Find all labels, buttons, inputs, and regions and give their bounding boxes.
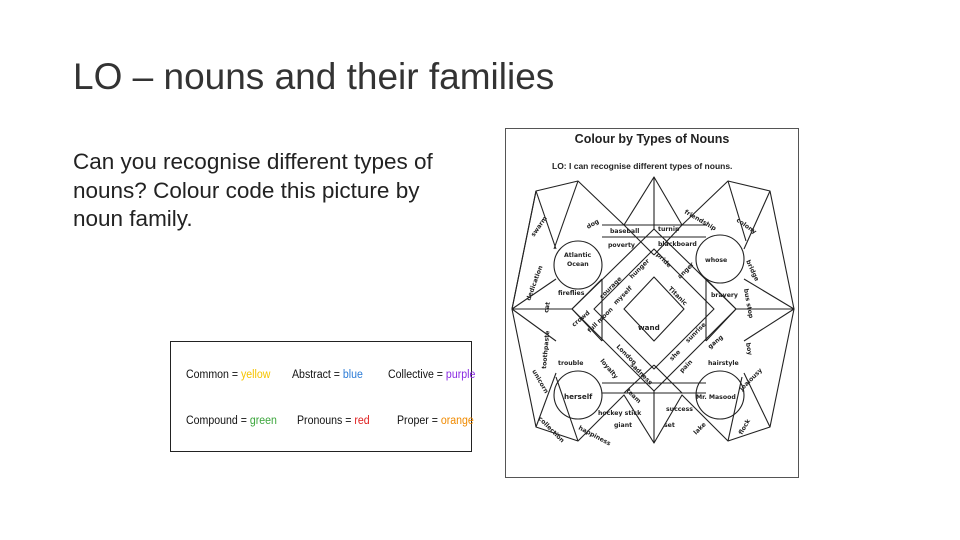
worksheet-lo: LO: I can recognise different types of n… xyxy=(552,161,733,171)
word-poverty: poverty xyxy=(608,242,635,249)
word-full-moon: full moon xyxy=(586,306,614,334)
word-atlantic: Atlantic xyxy=(564,252,592,259)
worksheet-drawing: swarm dog baseball turnip friendship col… xyxy=(511,176,795,448)
word-wand: wand xyxy=(638,323,660,332)
word-loyalty: loyalty xyxy=(598,358,619,381)
word-boy: boy xyxy=(744,342,753,356)
word-whose: whose xyxy=(705,257,727,264)
key-label: Proper = xyxy=(397,415,441,427)
word-dedication: dedication xyxy=(525,265,544,302)
worksheet-image: swarm dog baseball turnip friendship col… xyxy=(505,128,799,478)
word-gang: gang xyxy=(707,334,725,351)
word-ocean: Ocean xyxy=(567,261,589,268)
word-fireflies: fireflies xyxy=(558,290,585,297)
key-abstract: Abstract = blue xyxy=(292,369,363,381)
word-mr-masood: Mr. Masood xyxy=(696,394,736,401)
word-dog: dog xyxy=(586,218,601,231)
word-cat: cat xyxy=(543,301,552,313)
word-bravery: bravery xyxy=(711,292,738,299)
key-label: Compound = xyxy=(186,415,250,427)
word-anger: anger xyxy=(676,260,696,280)
word-hairstyle: hairstyle xyxy=(708,360,739,367)
word-swarm: swarm xyxy=(530,215,549,238)
word-pain: pain xyxy=(678,359,694,375)
word-blackboard: blackboard xyxy=(658,241,697,248)
worksheet-title: Colour by Types of Nouns xyxy=(574,132,730,146)
key-label: Abstract = xyxy=(292,369,343,381)
word-turnip: turnip xyxy=(658,226,680,233)
key-colour-word: orange xyxy=(440,415,474,427)
word-toothpaste: toothpaste xyxy=(541,330,551,369)
key-colour-word: blue xyxy=(342,369,363,381)
key-compound: Compound = green xyxy=(186,415,277,427)
key-colour-word: yellow xyxy=(240,369,271,381)
word-herself: herself xyxy=(564,392,593,401)
word-bridge: bridge xyxy=(744,259,760,283)
word-baseball: baseball xyxy=(610,228,639,235)
word-titanic: Titanic xyxy=(667,285,689,307)
word-set: set xyxy=(664,422,675,429)
word-lake: lake xyxy=(692,421,707,436)
word-hunger: hunger xyxy=(628,257,651,280)
word-pride: pride xyxy=(655,251,673,269)
word-trouble: trouble xyxy=(558,360,583,367)
key-proper: Proper = orange xyxy=(397,415,474,427)
word-friendship: friendship xyxy=(683,209,718,233)
word-she: she xyxy=(668,349,682,363)
key-label: Pronouns = xyxy=(297,415,355,427)
word-team: team xyxy=(625,387,643,405)
key-pronouns: Pronouns = red xyxy=(297,415,370,427)
word-unicorn: unicorn xyxy=(530,369,549,395)
word-hockey-stick: hockey stick xyxy=(598,410,642,417)
word-collection: collection xyxy=(537,415,566,444)
key-colour-word: purple xyxy=(445,369,476,381)
colour-key-box: Common = yellow Abstract = blue Collecti… xyxy=(170,341,475,452)
word-giant: giant xyxy=(614,422,632,429)
word-success: success xyxy=(666,406,693,413)
key-collective: Collective = purple xyxy=(388,369,475,381)
key-colour-word: red xyxy=(354,415,370,427)
key-label: Common = xyxy=(186,369,241,381)
key-colour-word: green xyxy=(249,415,277,427)
key-label: Collective = xyxy=(388,369,446,381)
slide-body-text: Can you recognise different types of nou… xyxy=(73,149,433,231)
word-bus-stop: bus stop xyxy=(742,288,754,319)
slide-title: LO – nouns and their families xyxy=(73,56,555,97)
key-common: Common = yellow xyxy=(186,369,270,381)
